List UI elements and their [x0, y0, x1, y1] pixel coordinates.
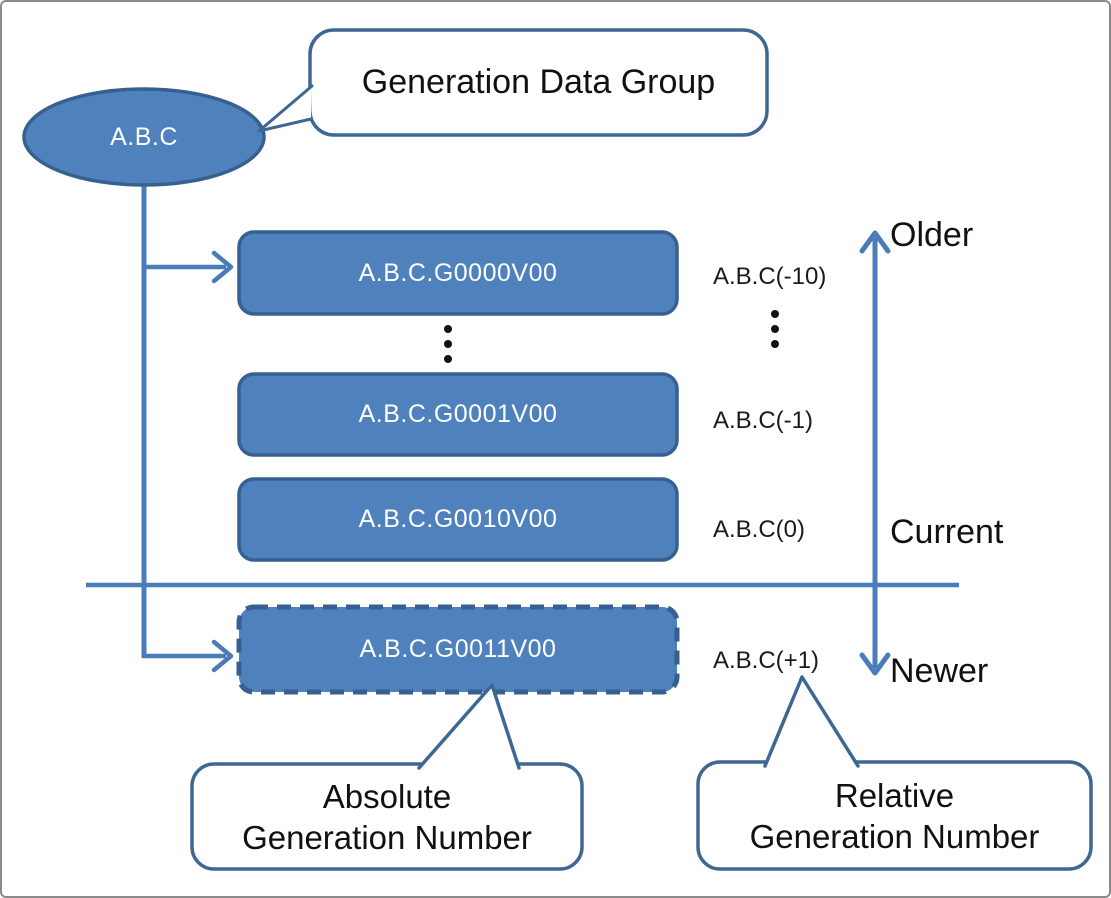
relative-generation-label: A.B.C(+1) — [713, 647, 820, 674]
generation-box-minus1 — [237, 372, 679, 457]
timeline-newer-label: Newer — [890, 652, 989, 690]
callout-absolute-line2: Generation Number — [242, 818, 532, 856]
vertical-ellipsis-icon — [771, 310, 779, 348]
gdg-base-ellipse — [22, 87, 266, 187]
generation-box-new-dashed — [236, 604, 680, 695]
callout-absolute-line1: Absolute — [322, 777, 452, 815]
generation-box-current — [237, 477, 679, 562]
generation-box-oldest — [237, 230, 679, 316]
timeline-current-label: Current — [890, 513, 1004, 551]
generation-dataset-name: A.B.C.G0011V00 — [359, 635, 557, 663]
callout-relative-bubble — [696, 760, 1093, 871]
relative-generation-label: A.B.C(0) — [713, 516, 806, 543]
callout-top-bubble — [308, 28, 769, 137]
right-arrowhead-icon — [211, 639, 234, 673]
down-arrowhead-icon — [859, 652, 891, 676]
generation-dataset-name: A.B.C.G0000V00 — [358, 258, 558, 287]
callout-top-tail — [257, 84, 314, 133]
callout-relative-tail — [763, 675, 860, 768]
callout-absolute-bubble — [190, 762, 584, 871]
up-arrowhead-icon — [859, 230, 891, 254]
right-arrowhead-icon — [211, 250, 234, 284]
relative-generation-label: A.B.C(-1) — [713, 407, 814, 434]
callout-relative-line1: Relative — [834, 776, 955, 814]
callout-absolute-tail — [417, 683, 521, 770]
generation-dataset-name: A.B.C.G0010V00 — [358, 505, 558, 533]
generation-dataset-name: A.B.C.G0001V00 — [358, 400, 558, 428]
callout-relative-text: Relative Generation Number — [698, 762, 1091, 869]
callout-relative-line2: Generation Number — [749, 817, 1040, 855]
timeline-older-label: Older — [890, 216, 974, 254]
relative-generation-label: A.B.C(-10) — [713, 263, 827, 290]
callout-top-text: Generation Data Group — [361, 63, 716, 101]
vertical-ellipsis-icon — [444, 325, 452, 363]
callout-absolute-text: Absolute Generation Number — [192, 764, 582, 869]
gdg-base-label: A.B.C — [110, 122, 178, 151]
